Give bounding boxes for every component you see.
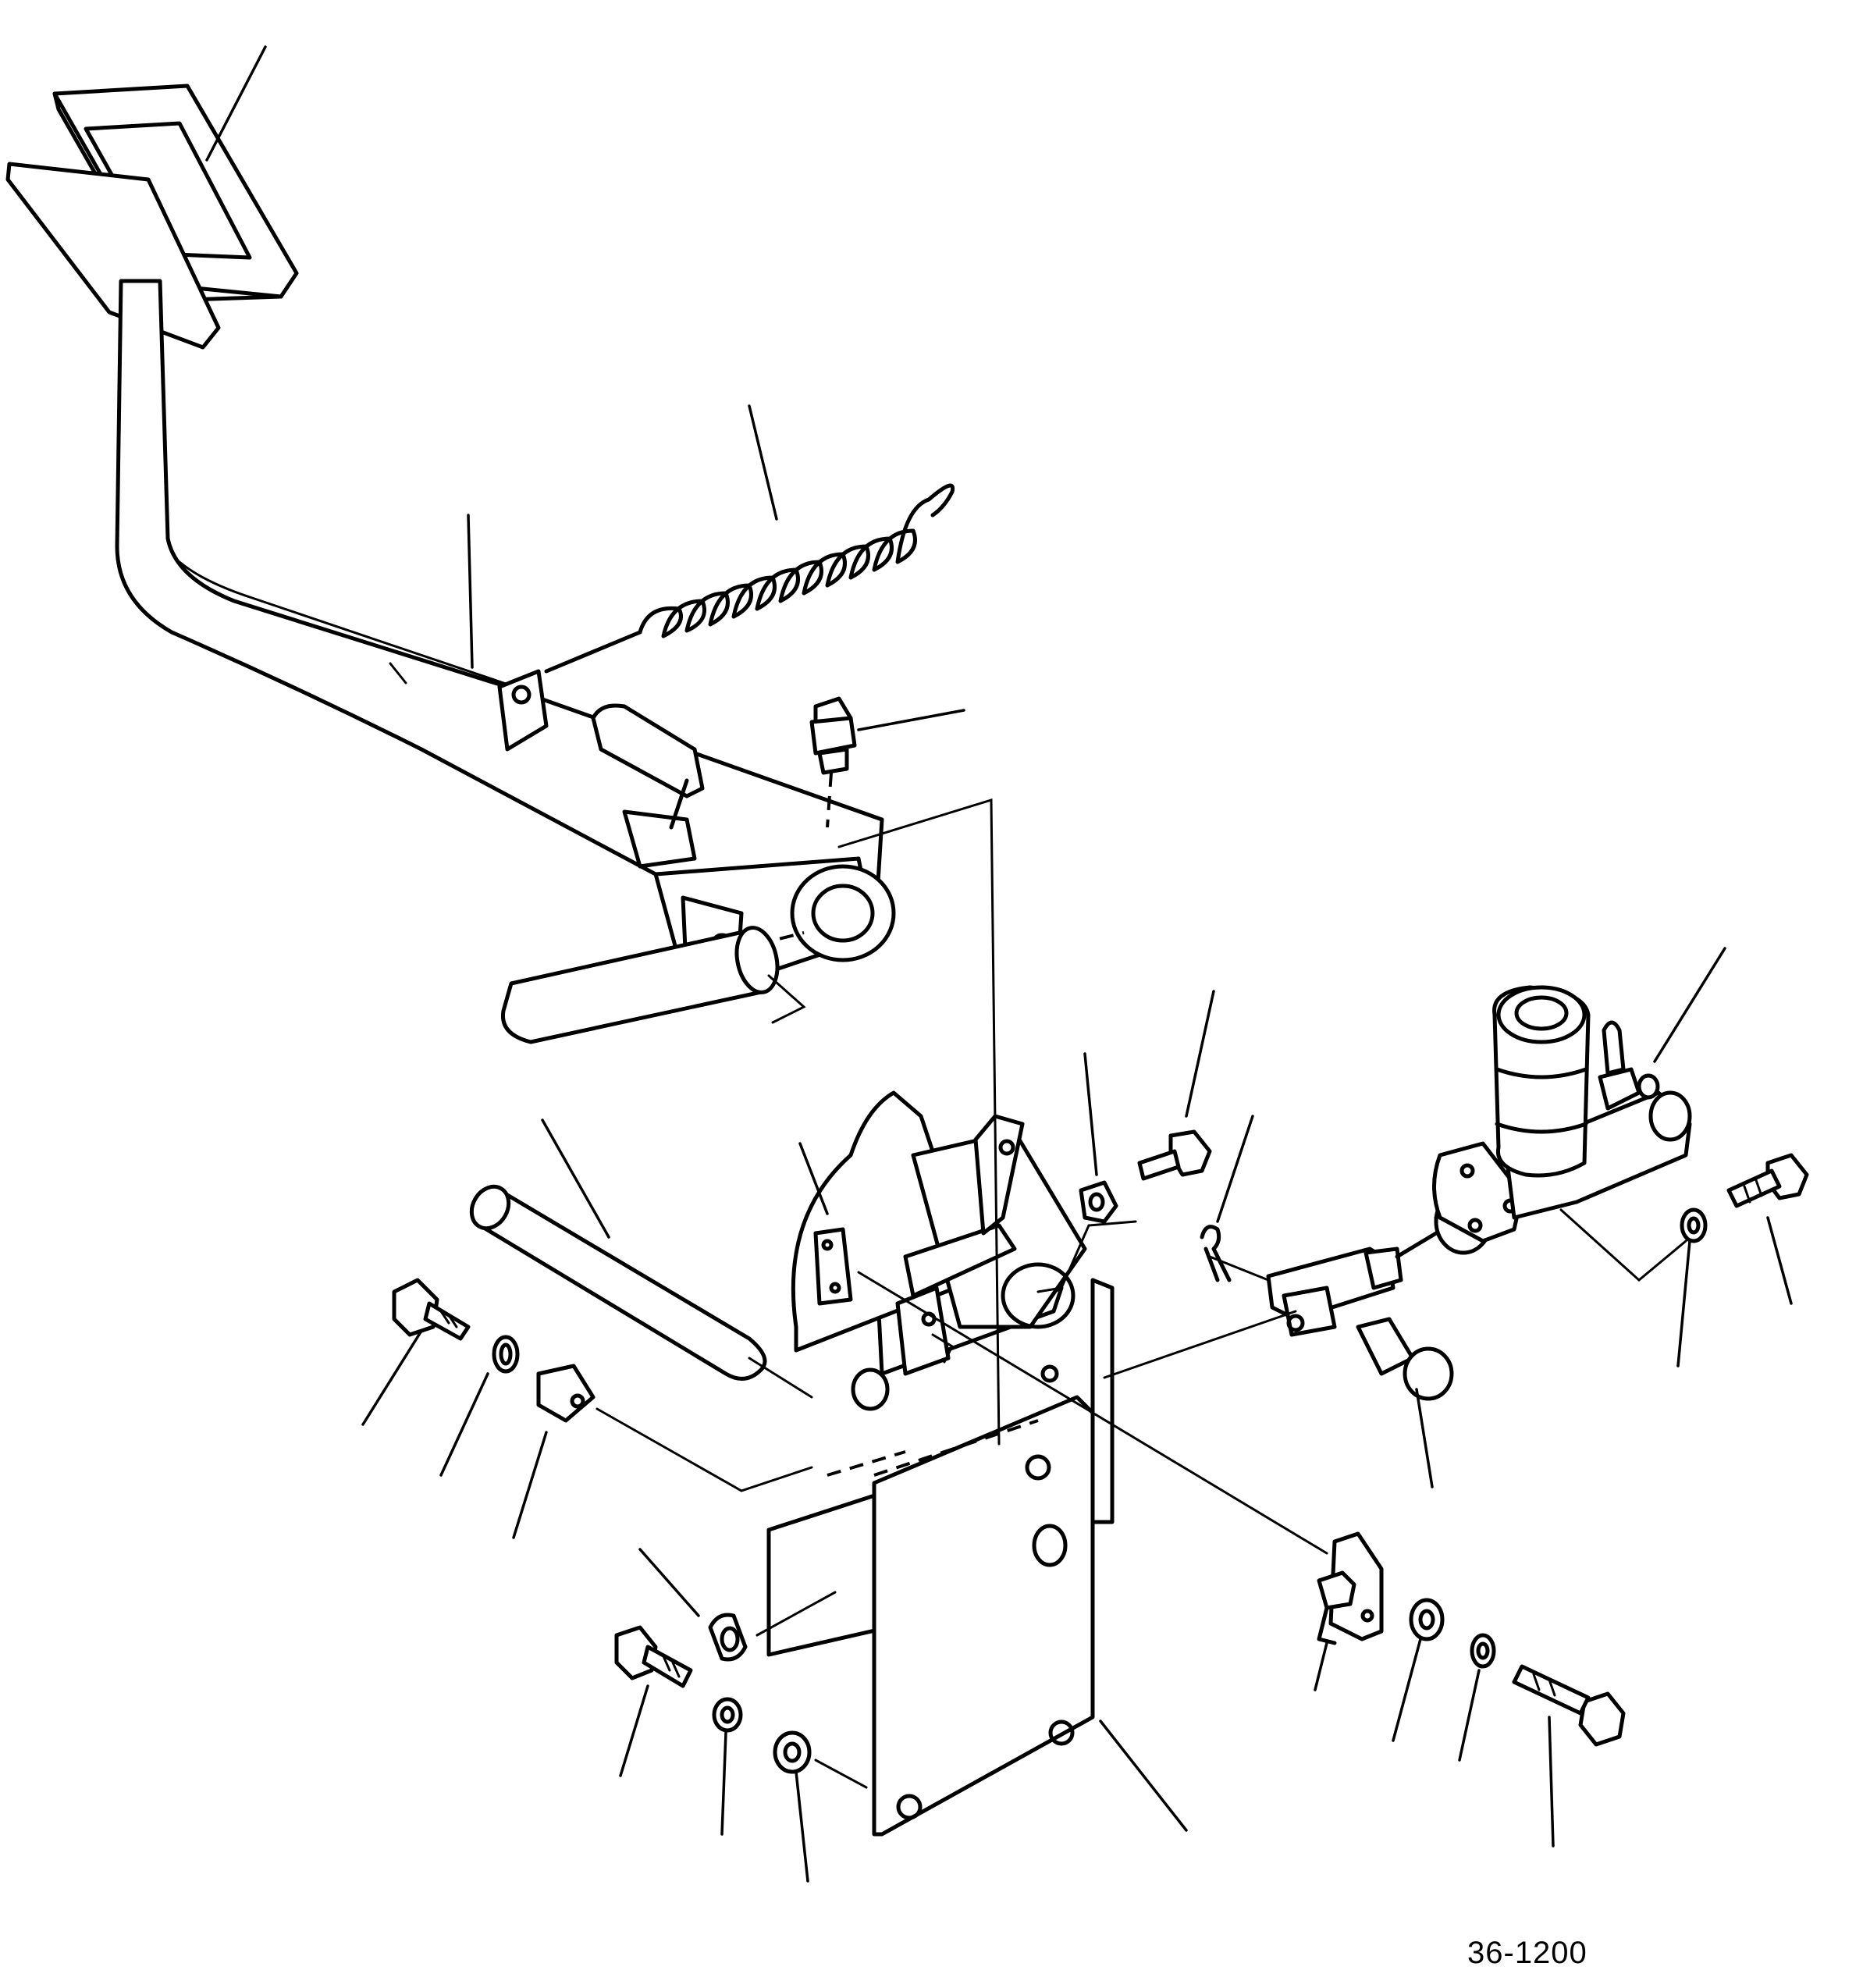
master-cylinder: [1395, 985, 1692, 1259]
support-bracket: [766, 1090, 1115, 1837]
pedal-shaft: [500, 926, 806, 1044]
stop-lamp-switch: [1317, 1531, 1384, 1645]
pedal-arm: [115, 279, 884, 947]
shim-plate: [813, 1227, 853, 1306]
lock-washer-right-lower: [1470, 1633, 1496, 1669]
cotter-pin: [1200, 1225, 1232, 1282]
assembly-lines: [596, 798, 1687, 1789]
callout-leaders: [205, 45, 1793, 1883]
pedal-pad: [5, 162, 221, 350]
lock-washer-left-lower: [712, 1697, 743, 1733]
pedal-stopper: [591, 703, 705, 869]
return-spring: [544, 483, 955, 674]
clevis-yoke: [1266, 1247, 1403, 1337]
stopper-bracket: [973, 1114, 1025, 1236]
grease-nipple: [809, 696, 857, 828]
bolt-left-upper: [392, 1278, 471, 1341]
lock-washer-right-upper: [1680, 1207, 1708, 1243]
lock-washer-left-upper: [492, 1335, 520, 1374]
flat-washer-right: [1409, 1598, 1445, 1641]
bolt-right-upper: [1137, 1129, 1212, 1181]
flat-washer-left: [773, 1730, 812, 1774]
bolt-left-lower: [614, 1625, 693, 1688]
spring-bracket: [497, 669, 549, 752]
switch-plate: [895, 1286, 954, 1376]
bolt-right-lower: [1512, 1664, 1626, 1747]
clevis-pin: [1356, 1317, 1454, 1401]
bolt-right-mc: [1726, 1153, 1809, 1208]
nut-left: [708, 1613, 748, 1662]
bushing-left: [536, 1364, 596, 1423]
drawing-number: 36-1200: [1467, 1936, 1587, 1970]
nut-right-upper: [1079, 1180, 1118, 1224]
pivot-pin: [469, 1184, 767, 1381]
